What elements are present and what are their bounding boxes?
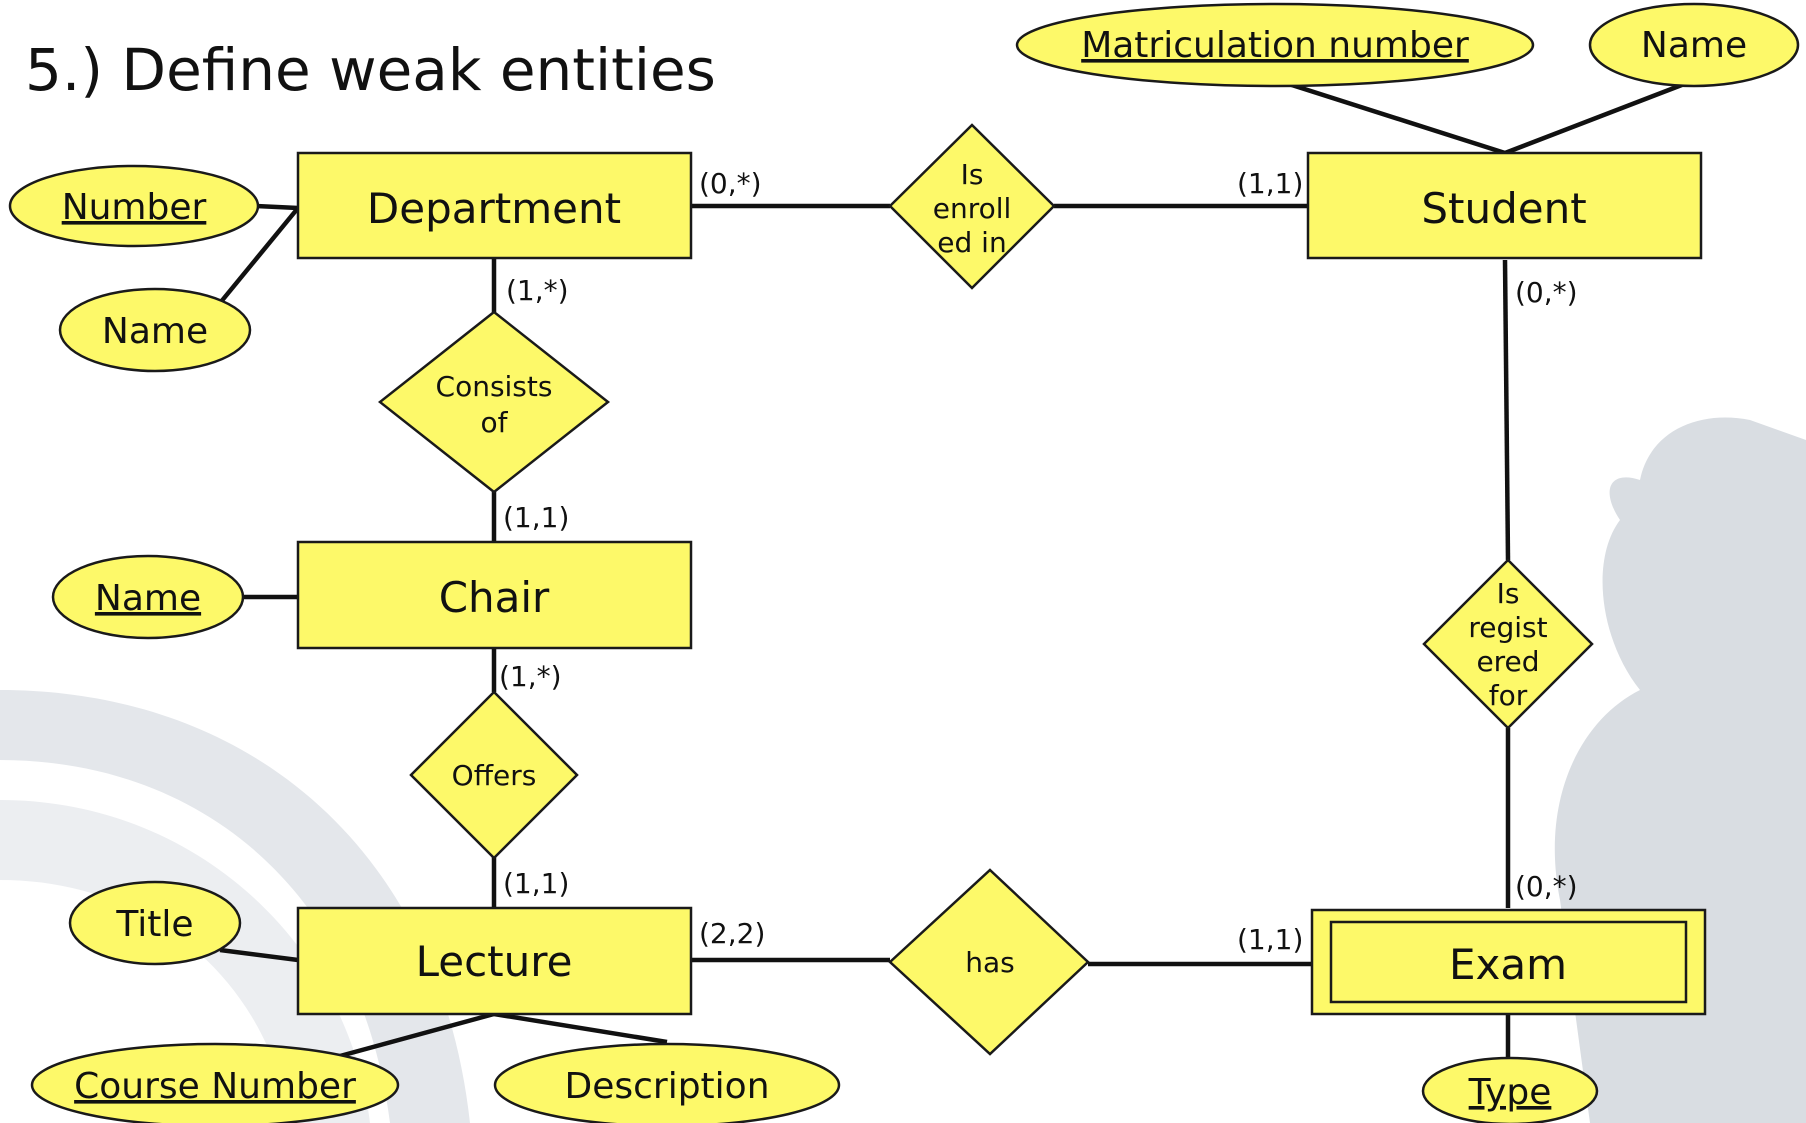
entity-lecture-box <box>296 906 693 1016</box>
attribute-chair-name-label: Name <box>95 578 201 619</box>
attribute-department-number-label: Number <box>62 187 207 228</box>
cardinality-lecture-offers: (1,1) <box>503 867 569 900</box>
relationship-is-enrolled-in-diamond <box>888 123 1056 290</box>
link-studentname-student <box>1504 75 1701 156</box>
attribute-course-number-label: Course Number <box>74 1066 356 1107</box>
attribute-description[interactable]: Description <box>493 1042 841 1123</box>
cardinality-chair-consists: (1,1) <box>503 501 569 534</box>
attribute-student-name-ellipse <box>1588 2 1800 88</box>
attribute-department-name-ellipse <box>58 287 252 373</box>
attribute-student-name[interactable]: Name <box>1588 2 1800 88</box>
link-student-registered <box>1502 259 1511 561</box>
entity-chair[interactable]: Chair <box>296 540 693 650</box>
cardinality-exam-registered: (0,*) <box>1515 870 1578 903</box>
link-coursenumber-lecture <box>339 1011 495 1059</box>
attribute-exam-type-label: Type <box>1468 1072 1552 1113</box>
relationship-is-registered-for-line-4: for <box>1489 679 1528 712</box>
attribute-chair-name-ellipse <box>51 554 245 640</box>
attribute-chair-name[interactable]: Name <box>51 554 245 640</box>
cardinality-student-registered: (0,*) <box>1515 276 1578 309</box>
entity-exam-weak[interactable]: Exam <box>1310 908 1707 1016</box>
relationship-is-registered-for-line-1: Is <box>1497 577 1520 610</box>
link-title-lecture <box>219 947 299 963</box>
relationship-is-registered-for-line-2: regist <box>1468 611 1547 644</box>
relationship-offers-line-1: Offers <box>452 759 537 792</box>
attribute-lecture-title-label: Title <box>115 904 193 945</box>
relationship-is-registered-for[interactable]: Is regist ered for <box>1422 558 1594 730</box>
link-matriculation-student <box>1269 75 1506 156</box>
cardinality-chair-offers: (1,*) <box>499 660 562 693</box>
entity-student-box <box>1306 151 1703 260</box>
entity-department-box <box>296 151 693 260</box>
entity-lecture-label: Lecture <box>416 937 573 986</box>
relationship-offers[interactable]: Offers <box>409 690 579 860</box>
attribute-exam-type[interactable]: Type <box>1421 1056 1599 1123</box>
attribute-department-number[interactable]: Number <box>8 164 260 248</box>
relationship-is-registered-for-diamond <box>1422 558 1594 730</box>
relationship-consists-of-line-2: of <box>481 406 509 439</box>
entity-chair-label: Chair <box>439 573 550 622</box>
entity-lecture[interactable]: Lecture <box>296 906 693 1016</box>
relationship-has-line-1: has <box>965 946 1015 979</box>
relationship-consists-of-line-1: Consists <box>436 370 553 403</box>
cardinality-exam-has: (1,1) <box>1237 923 1303 956</box>
attribute-exam-type-ellipse <box>1421 1056 1599 1123</box>
link-number-department <box>255 203 299 211</box>
attribute-course-number[interactable]: Course Number <box>30 1042 400 1123</box>
cardinality-student-enrolled: (1,1) <box>1237 167 1303 200</box>
entity-department[interactable]: Department <box>296 151 693 260</box>
cardinality-department-consists: (1,*) <box>506 274 569 307</box>
relationship-is-enrolled-in-line-3: ed in <box>937 226 1006 259</box>
relationship-is-registered-for-line-3: ered <box>1476 645 1539 678</box>
background-silhouette-shape <box>1554 417 1806 1123</box>
relationship-is-enrolled-in[interactable]: Is enroll ed in <box>888 123 1056 290</box>
background-arc-shape <box>0 690 470 1123</box>
entity-student-label: Student <box>1421 184 1586 233</box>
background-decoration <box>0 417 1806 1123</box>
attribute-department-number-ellipse <box>8 164 260 248</box>
connector-lines <box>218 75 1701 1070</box>
entity-exam-label: Exam <box>1449 940 1567 989</box>
relationship-consists-of-diamond <box>377 310 611 494</box>
entity-department-label: Department <box>367 184 621 233</box>
entity-exam-inner-box <box>1329 920 1688 1004</box>
attribute-department-name[interactable]: Name <box>58 287 252 373</box>
relationship-is-enrolled-in-line-1: Is <box>961 158 984 191</box>
cardinality-labels: (0,*) (1,1) (1,*) (1,1) (1,*) (1,1) (2,2… <box>499 167 1578 956</box>
attribute-matriculation-ellipse <box>1015 2 1535 88</box>
attribute-lecture-title[interactable]: Title <box>68 880 242 966</box>
slide-title: 5.) Define weak entities <box>25 36 716 104</box>
attribute-matriculation-number[interactable]: Matriculation number <box>1015 2 1535 88</box>
relationship-has[interactable]: has <box>888 868 1090 1056</box>
link-description-lecture <box>493 1011 668 1045</box>
entity-chair-box <box>296 540 693 650</box>
attribute-description-ellipse <box>493 1042 841 1123</box>
relationship-consists-of[interactable]: Consists of <box>377 310 611 494</box>
background-arc-shape <box>0 800 370 1123</box>
attribute-matriculation-label: Matriculation number <box>1081 25 1469 66</box>
relationship-has-diamond <box>888 868 1090 1056</box>
cardinality-lecture-has: (2,2) <box>699 917 765 950</box>
entity-student[interactable]: Student <box>1306 151 1703 260</box>
attribute-student-name-label: Name <box>1641 25 1747 66</box>
cardinality-department-enrolled: (0,*) <box>699 167 762 200</box>
link-deptname-department <box>218 206 300 305</box>
relationship-offers-diamond <box>409 690 579 860</box>
relationship-is-enrolled-in-line-2: enroll <box>933 192 1012 225</box>
attribute-department-name-label: Name <box>102 311 208 352</box>
attribute-course-number-ellipse <box>30 1042 400 1123</box>
attribute-description-label: Description <box>564 1066 769 1107</box>
attribute-lecture-title-ellipse <box>68 880 242 966</box>
